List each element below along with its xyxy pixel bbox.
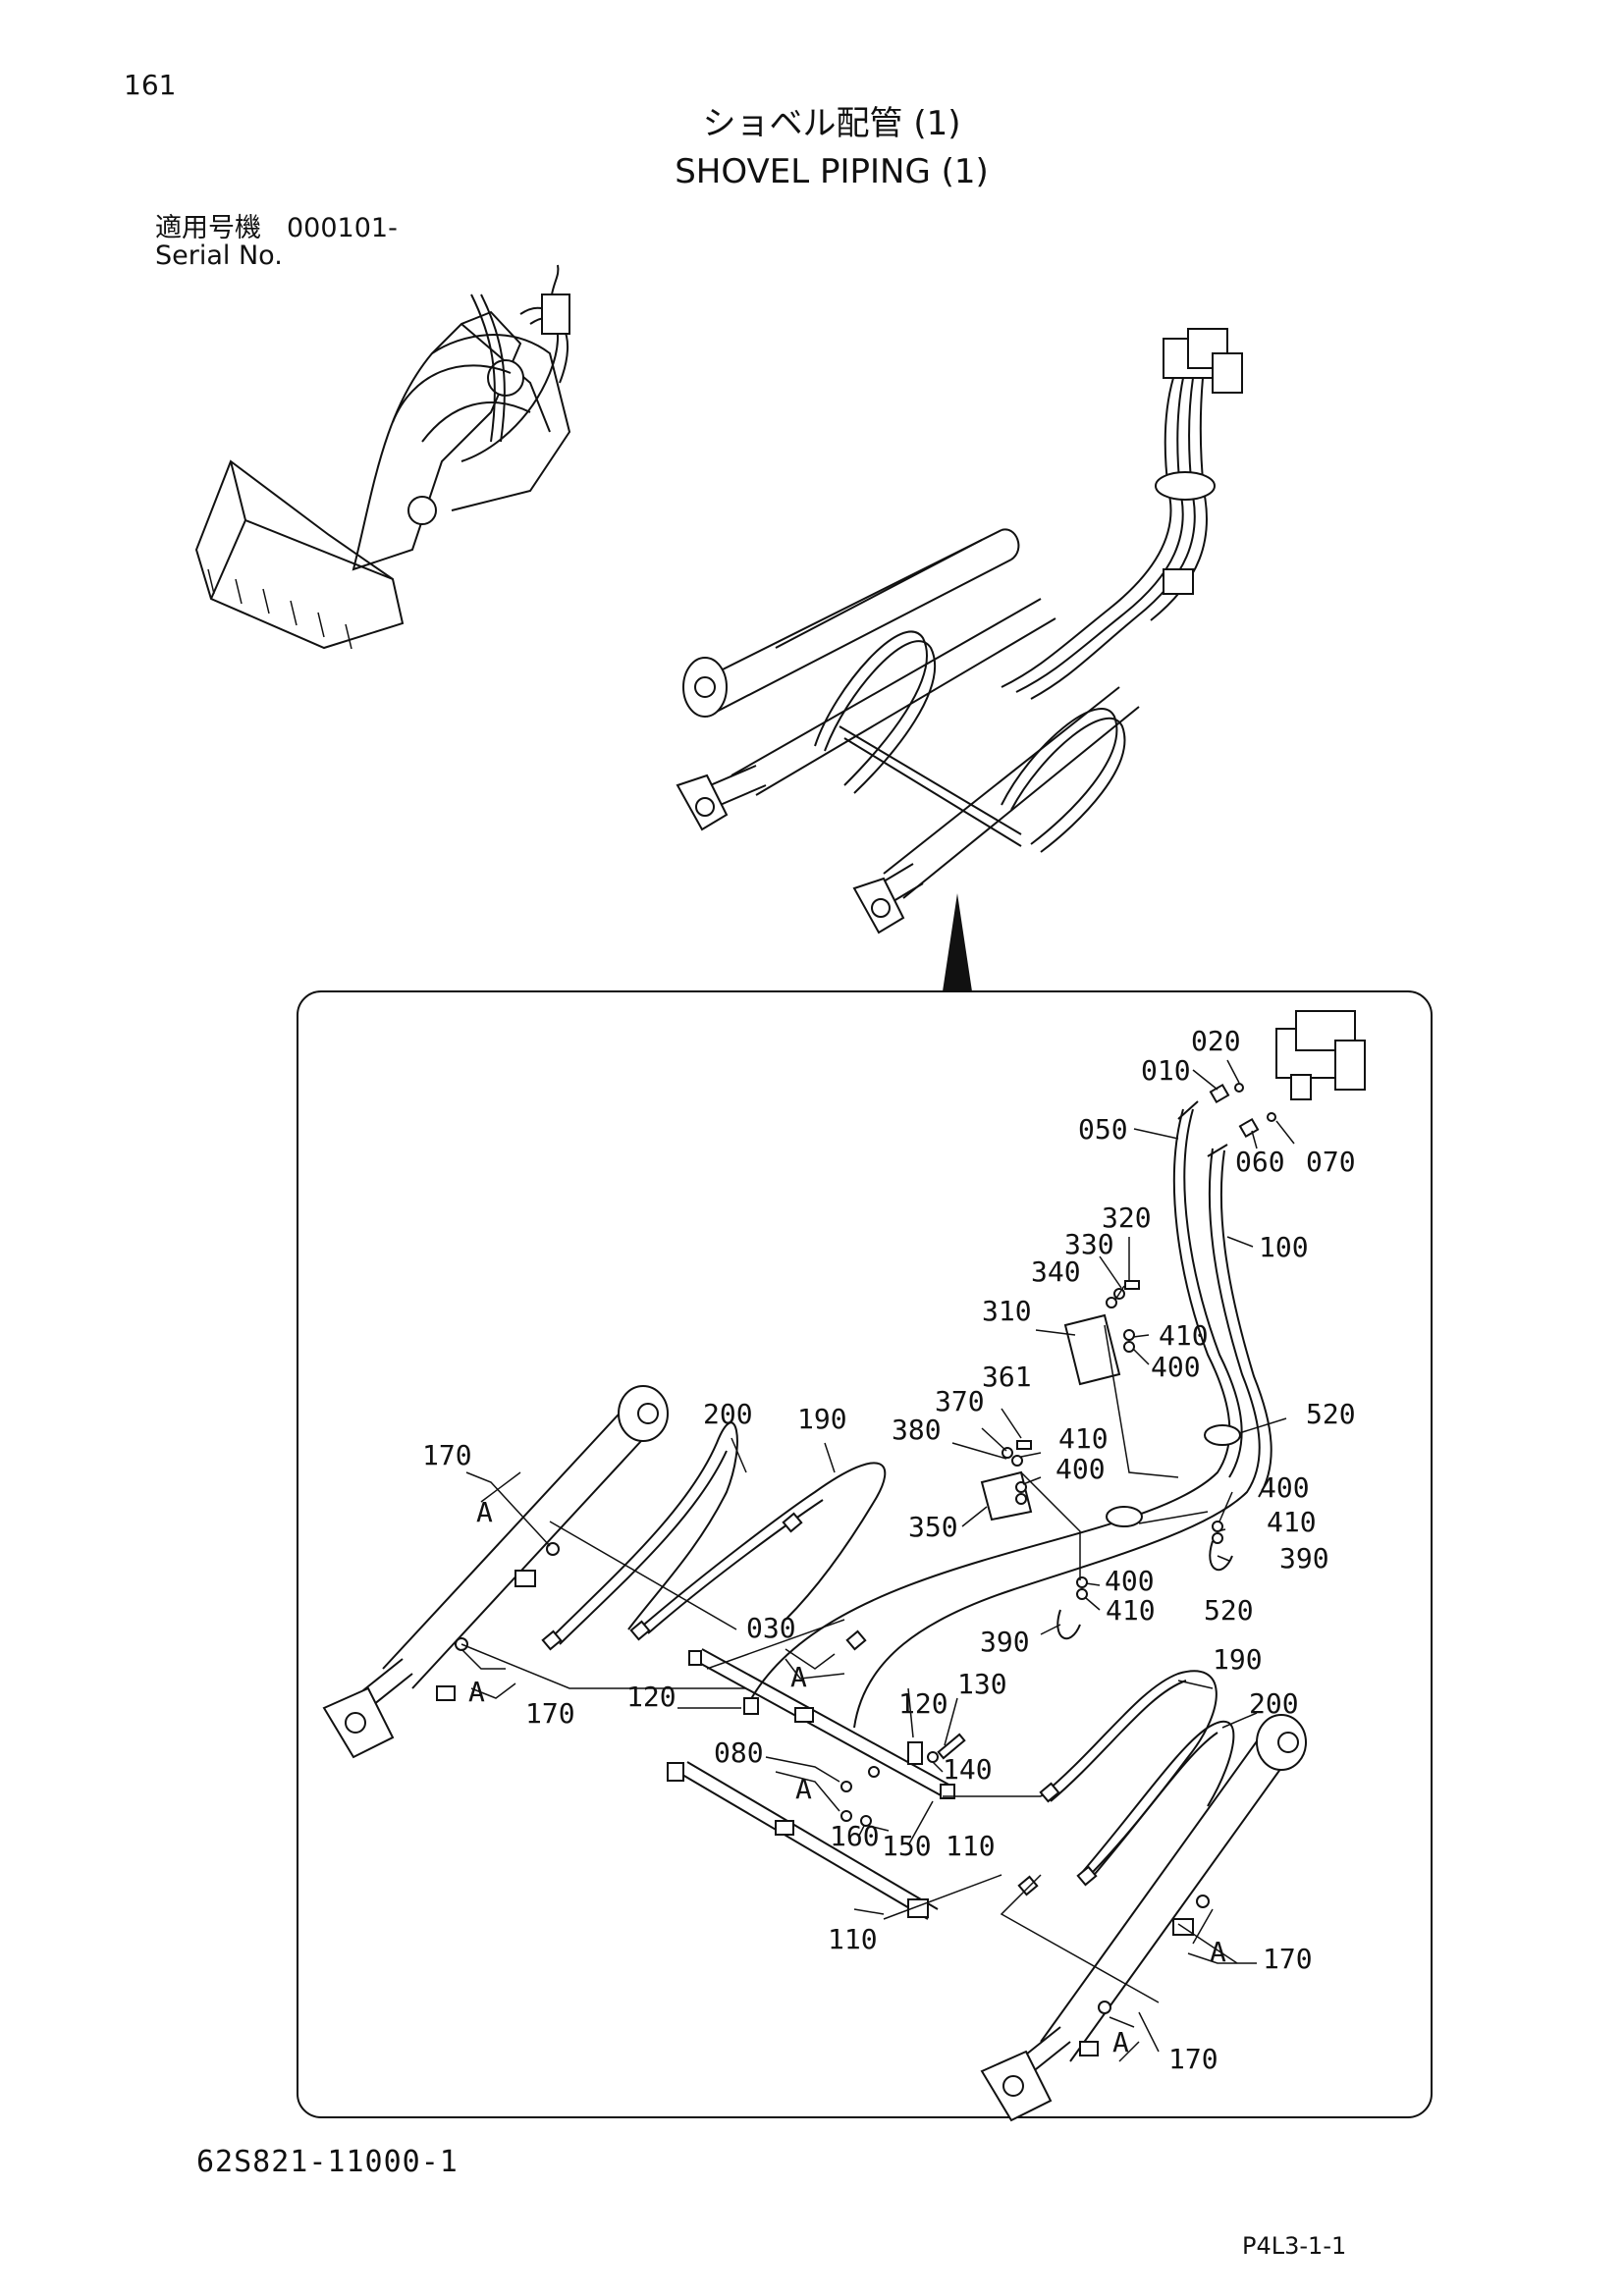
callout-080: 080	[714, 1736, 764, 1769]
serial-label-english: Serial No.	[155, 240, 283, 271]
callout-400-low: 400	[1105, 1565, 1155, 1597]
page-title-japanese: ショベル配管 (1)	[702, 104, 961, 143]
serial-value: 000101-	[287, 213, 398, 243]
callout-200-left: 200	[703, 1398, 753, 1430]
callout-A-d: A	[795, 1773, 812, 1805]
callout-A-b: A	[790, 1661, 807, 1693]
callout-390-right: 390	[1279, 1542, 1329, 1575]
callout-A-e: A	[1210, 1936, 1226, 1968]
serial-label-jp-text: 適用号機	[155, 213, 261, 243]
callout-060: 060	[1235, 1146, 1285, 1178]
callout-410-top: 410	[1159, 1319, 1209, 1352]
drawing-number: 62S821-11000-1	[196, 2145, 459, 2179]
callout-200-right: 200	[1249, 1687, 1299, 1720]
callout-390-low: 390	[980, 1626, 1030, 1658]
callout-400-right: 400	[1260, 1471, 1310, 1504]
callout-120-left: 120	[626, 1681, 677, 1713]
callout-400-top: 400	[1151, 1351, 1201, 1383]
page-code: P4L3-1-1	[1242, 2232, 1347, 2260]
callout-170-d: 170	[1168, 2043, 1218, 2075]
callout-380: 380	[892, 1414, 942, 1446]
callout-170-c: 170	[1263, 1943, 1313, 1975]
callout-170-b: 170	[525, 1697, 575, 1730]
callout-070: 070	[1306, 1146, 1356, 1178]
callout-410-mid: 410	[1058, 1422, 1109, 1455]
callout-100: 100	[1259, 1231, 1309, 1263]
callout-030: 030	[746, 1612, 796, 1644]
callout-520-top: 520	[1306, 1398, 1356, 1430]
callout-170-a: 170	[422, 1439, 472, 1471]
callout-130: 130	[957, 1668, 1007, 1700]
callout-110-bottom: 110	[828, 1923, 878, 1955]
callout-A-c: A	[468, 1676, 485, 1708]
callout-050: 050	[1078, 1113, 1128, 1146]
serial-label-japanese: 適用号機 000101-	[155, 206, 398, 244]
exploded-parts-diagram	[322, 1010, 1366, 2122]
callout-A-a: A	[476, 1496, 493, 1528]
callout-410-low: 410	[1106, 1594, 1156, 1627]
callout-leader-lines	[460, 1059, 1295, 2062]
callout-150: 150	[882, 1830, 932, 1862]
callout-A-f: A	[1112, 2026, 1129, 2058]
callout-010: 010	[1141, 1054, 1191, 1087]
callout-340: 340	[1031, 1255, 1081, 1288]
callout-190-right: 190	[1213, 1643, 1263, 1676]
callout-410-right: 410	[1267, 1506, 1317, 1538]
callout-160: 160	[830, 1820, 880, 1852]
callout-520-low: 520	[1204, 1594, 1254, 1627]
callout-330: 330	[1064, 1228, 1114, 1260]
callout-370: 370	[935, 1385, 985, 1417]
callout-320: 320	[1102, 1201, 1152, 1234]
callout-400-mid: 400	[1056, 1453, 1106, 1485]
shovel-piping-assembly-illustration	[676, 328, 1243, 991]
loader-overview-illustration	[194, 264, 571, 650]
callout-310: 310	[982, 1295, 1032, 1327]
callout-120-right: 120	[898, 1687, 948, 1720]
callout-190-left: 190	[797, 1403, 847, 1435]
callout-140: 140	[943, 1753, 993, 1786]
callout-110-right: 110	[946, 1830, 996, 1862]
page-number: 161	[124, 69, 177, 101]
callout-361: 361	[982, 1361, 1032, 1393]
callout-350: 350	[908, 1511, 958, 1543]
callout-020: 020	[1191, 1025, 1241, 1057]
page-title-english: SHOVEL PIPING (1)	[675, 152, 989, 191]
callout-labels: 020 010 050 060 070 320 330 100 340 310 …	[422, 1025, 1356, 2075]
detail-frame	[297, 990, 1433, 2118]
